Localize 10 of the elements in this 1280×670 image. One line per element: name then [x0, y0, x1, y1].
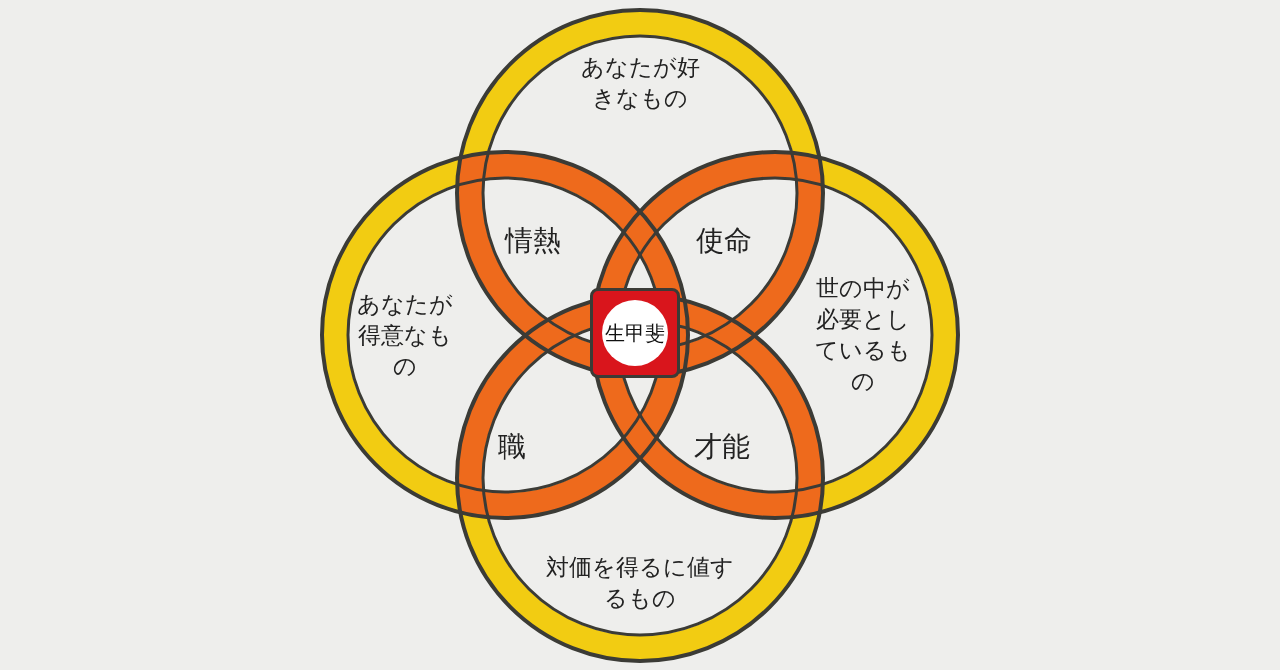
- overlap-label: 職: [498, 429, 526, 465]
- badge-label: 生甲斐: [602, 300, 668, 366]
- circle-label: あなたが好きなもの: [579, 53, 701, 114]
- overlap-label: 情熱: [505, 223, 561, 259]
- circle-label: あなたが得意なもの: [356, 289, 454, 381]
- circle-label: 世の中が必要としているもの: [814, 274, 912, 397]
- overlap-label: 使命: [696, 223, 752, 259]
- circle-label: 対価を得るに値するもの: [545, 553, 735, 614]
- center-badge: [590, 288, 680, 378]
- overlap-label: 才能: [694, 429, 750, 465]
